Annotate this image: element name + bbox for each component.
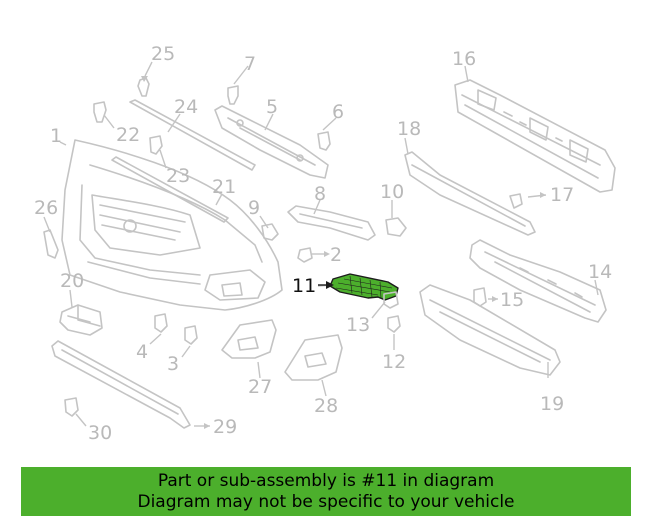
callout-10: 10 (380, 181, 404, 203)
part-5-upper-bracket[interactable] (214, 105, 329, 179)
part-26-reflector[interactable] (43, 229, 59, 259)
part-14-bracket[interactable] (469, 239, 607, 323)
callout-16: 16 (452, 48, 476, 70)
parts-diagram: 25 7 16 24 5 6 22 1 18 23 21 8 10 17 26 … (34, 43, 616, 444)
part-11-highlighted-bracket[interactable] (329, 273, 399, 301)
banner-line-2: Diagram may not be specific to your vehi… (137, 492, 515, 512)
part-21-molding[interactable] (111, 156, 229, 223)
callout-30: 30 (88, 422, 112, 444)
callout-4: 4 (136, 341, 148, 363)
callout-20: 20 (60, 270, 84, 292)
callout-25: 25 (151, 43, 175, 65)
callout-24: 24 (174, 96, 198, 118)
callout-3: 3 (167, 353, 179, 375)
part-19-lower-deflector[interactable] (419, 284, 561, 376)
part-28-fog-cover[interactable] (284, 334, 343, 381)
callout-17: 17 (550, 184, 574, 206)
info-banner: Part or sub-assembly is #11 in diagram D… (21, 467, 631, 516)
callout-27: 27 (248, 376, 272, 398)
fasteners (64, 77, 523, 417)
callout-21: 21 (212, 176, 236, 198)
part-27-fog-cover[interactable] (221, 319, 277, 359)
callout-5: 5 (266, 96, 278, 118)
part-20-sensor[interactable] (59, 304, 103, 336)
banner-line-1: Part or sub-assembly is #11 in diagram (157, 471, 495, 491)
callout-13: 13 (346, 314, 370, 336)
callout-29: 29 (213, 416, 237, 438)
callout-18: 18 (397, 118, 421, 140)
part-18-absorber[interactable] (404, 151, 536, 236)
part-8-side-bracket[interactable] (287, 205, 376, 241)
callout-23: 23 (166, 165, 190, 187)
callout-6: 6 (332, 101, 344, 123)
callout-14: 14 (588, 261, 612, 283)
callout-15: 15 (500, 289, 524, 311)
callout-26: 26 (34, 197, 58, 219)
callout-2: 2 (330, 244, 342, 266)
callout-22: 22 (116, 124, 140, 146)
part-24-molding[interactable] (129, 99, 256, 171)
callout-9: 9 (248, 197, 260, 219)
part-29-lower-strip[interactable] (51, 340, 191, 429)
callout-labels: 25 7 16 24 5 6 22 1 18 23 21 8 10 17 26 … (34, 43, 612, 444)
callout-11: 11 (292, 275, 316, 297)
callout-19: 19 (540, 393, 564, 415)
leader-lines (43, 61, 599, 429)
callout-7: 7 (244, 53, 256, 75)
callout-28: 28 (314, 395, 338, 417)
callout-1: 1 (50, 125, 62, 147)
part-16-reinforcement[interactable] (454, 79, 616, 193)
callout-12: 12 (382, 351, 406, 373)
callout-8: 8 (314, 183, 326, 205)
